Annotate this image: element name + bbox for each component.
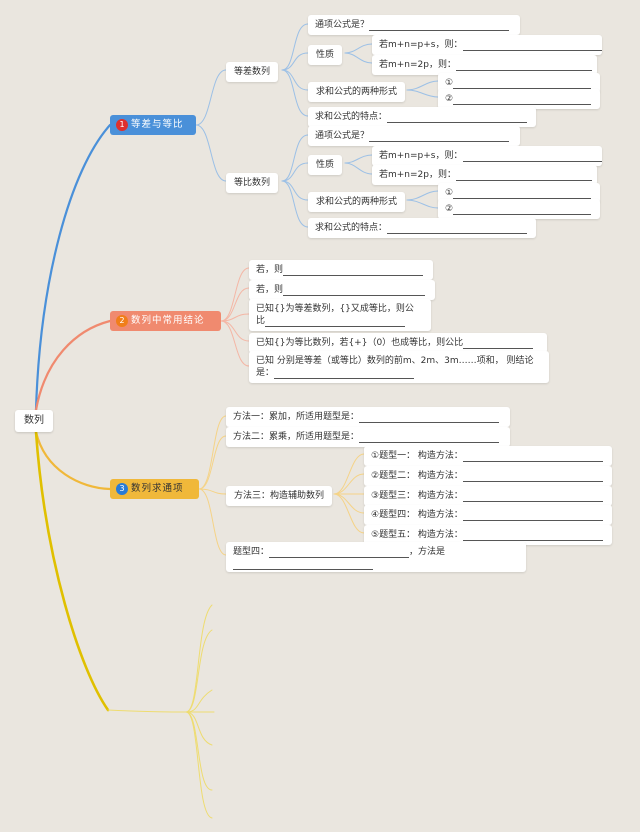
- label: 若，则: [256, 265, 284, 275]
- node-gc-prop-2[interactable]: 若m+n=2p，则：: [372, 165, 597, 185]
- label: 方法二：累乘，所适用题型是：: [233, 432, 360, 442]
- node-geometric-sequence[interactable]: 等比数列: [226, 173, 279, 193]
- node-type-4[interactable]: ④题型四： 构造方法：: [364, 505, 612, 525]
- label: ①题型一： 构造方法：: [371, 451, 463, 461]
- node-conclusion-3[interactable]: 已知{}为等差数列，{}又成等比，则公 比: [249, 299, 431, 331]
- node-ac-prop-1[interactable]: 若m+n=p+s，则：: [372, 35, 602, 55]
- blank-line: [462, 510, 603, 521]
- node-conclusion-1[interactable]: 若，则: [249, 260, 433, 280]
- label-line-1: 已知{}为等差数列，{}又成等比，则公: [256, 304, 414, 314]
- label: ①: [445, 188, 454, 198]
- blank-line: [462, 451, 603, 462]
- blank-line: [453, 204, 592, 215]
- label-line-2: 是：: [256, 368, 275, 378]
- node-gc-sum-forms[interactable]: 求和公式的两种形式: [308, 192, 406, 212]
- node-ac-sum-form-1[interactable]: ①: [438, 73, 600, 93]
- blank-line: [453, 94, 592, 105]
- blank-line: [359, 432, 500, 443]
- label: ⑤题型五： 构造方法：: [371, 530, 463, 540]
- label: 若m+n=2p，则：: [379, 60, 456, 70]
- blank-line: [283, 265, 424, 276]
- blank-line: [453, 78, 592, 89]
- node-ac-sum-feature[interactable]: 求和公式的特点：: [308, 107, 536, 127]
- blank-line: [265, 316, 406, 327]
- blank-line: [269, 547, 410, 558]
- node-arithmetic-sequence[interactable]: 等差数列: [226, 62, 279, 82]
- node-method-1[interactable]: 方法一：累加，所适用题型是：: [226, 407, 510, 427]
- branch-1-label: 等差与等比: [131, 119, 184, 130]
- blank-line: [359, 412, 500, 423]
- node-type-4-method[interactable]: 题型四： ，方法是: [226, 542, 526, 572]
- node-ac-prop-2[interactable]: 若m+n=2p，则：: [372, 55, 597, 75]
- label: 求和公式的特点：: [315, 223, 388, 233]
- branch-common-conclusions[interactable]: 2 数列中常用结论: [110, 311, 221, 331]
- label: 若m+n=p+s，则：: [379, 151, 463, 161]
- label-part-2: ，方法是: [409, 547, 446, 557]
- branch-3-label: 数列求通项: [131, 483, 184, 494]
- branch-2-label: 数列中常用结论: [131, 315, 205, 326]
- node-method-2[interactable]: 方法二：累乘，所适用题型是：: [226, 427, 510, 447]
- label: 已知{}为等比数列，若{+}（0）也成等比，则公比: [256, 338, 464, 348]
- blank-line: [462, 40, 602, 51]
- node-gc-sum-form-1[interactable]: ①: [438, 183, 600, 203]
- blank-line: [462, 491, 603, 502]
- blank-line: [387, 112, 528, 123]
- blank-line: [456, 60, 592, 71]
- blank-line: [463, 338, 534, 349]
- badge-3-icon: 3: [116, 483, 128, 495]
- label: 若m+n=p+s，则：: [379, 40, 463, 50]
- label: 若，则: [256, 285, 284, 295]
- label: ②题型二： 构造方法：: [371, 471, 463, 481]
- label: 通项公式是？: [315, 131, 370, 141]
- node-gc-sum-feature[interactable]: 求和公式的特点：: [308, 218, 536, 238]
- node-ac-sum-form-2[interactable]: ②: [438, 89, 600, 109]
- blank-line: [369, 20, 510, 31]
- badge-1-icon: 1: [116, 119, 128, 131]
- label: 求和公式的特点：: [315, 112, 388, 122]
- node-type-3[interactable]: ③题型三： 构造方法：: [364, 486, 612, 506]
- blank-line: [462, 471, 603, 482]
- label: 方法一：累加，所适用题型是：: [233, 412, 360, 422]
- blank-line: [283, 285, 426, 296]
- blank-line: [456, 170, 592, 181]
- label: ③题型三： 构造方法：: [371, 491, 463, 501]
- blank-line: [453, 188, 592, 199]
- blank-line: [387, 223, 528, 234]
- node-type-5[interactable]: ⑤题型五： 构造方法：: [364, 525, 612, 545]
- blank-line: [274, 368, 415, 379]
- branch-general-term[interactable]: 3 数列求通项: [110, 479, 199, 499]
- label-line-2: 比: [256, 316, 266, 326]
- label: ①: [445, 78, 454, 88]
- label-part-1: 题型四：: [233, 547, 270, 557]
- blank-line: [233, 559, 373, 570]
- blank-line: [369, 131, 510, 142]
- badge-2-icon: 2: [116, 315, 128, 327]
- blank-line: [462, 151, 602, 162]
- node-conclusion-4[interactable]: 已知{}为等比数列，若{+}（0）也成等比，则公比: [249, 333, 547, 353]
- label-line-1: 已知 分别是等差（或等比）数列的前m、2m、3m……项和， 则结论: [256, 356, 534, 366]
- root-node[interactable]: 数列: [15, 410, 53, 432]
- blank-line: [462, 530, 603, 541]
- node-gc-prop-1[interactable]: 若m+n=p+s，则：: [372, 146, 602, 166]
- node-gc-general-term[interactable]: 通项公式是？: [308, 126, 520, 146]
- label: ②: [445, 94, 454, 104]
- node-conclusion-2[interactable]: 若，则: [249, 280, 435, 300]
- label: 通项公式是？: [315, 20, 370, 30]
- node-conclusion-5[interactable]: 已知 分别是等差（或等比）数列的前m、2m、3m……项和， 则结论 是：: [249, 351, 549, 383]
- node-method-3[interactable]: 方法三：构造辅助数列: [226, 486, 333, 506]
- branch-arithmetic-geometric[interactable]: 1 等差与等比: [110, 115, 196, 135]
- label: 若m+n=2p，则：: [379, 170, 456, 180]
- node-ac-sum-forms[interactable]: 求和公式的两种形式: [308, 82, 406, 102]
- label: ②: [445, 204, 454, 214]
- node-ac-properties[interactable]: 性质: [308, 45, 343, 65]
- node-gc-properties[interactable]: 性质: [308, 155, 343, 175]
- label: ④题型四： 构造方法：: [371, 510, 463, 520]
- node-gc-sum-form-2[interactable]: ②: [438, 199, 600, 219]
- node-type-2[interactable]: ②题型二： 构造方法：: [364, 466, 612, 486]
- node-type-1[interactable]: ①题型一： 构造方法：: [364, 446, 612, 466]
- node-ac-general-term[interactable]: 通项公式是？: [308, 15, 520, 35]
